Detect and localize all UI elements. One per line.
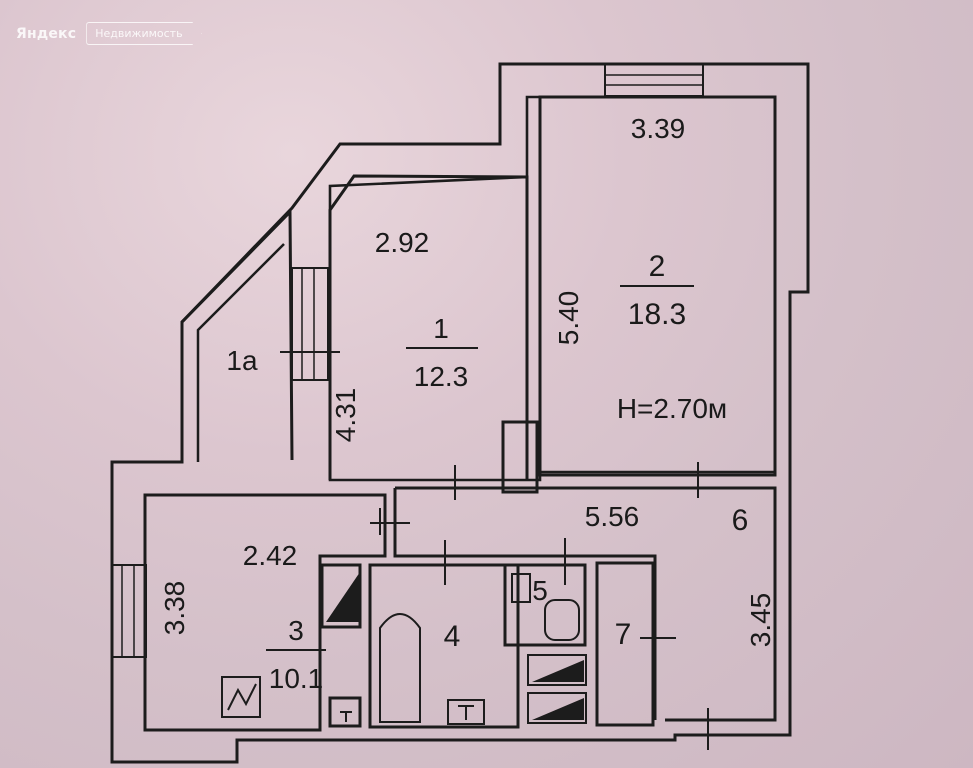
- room-1-area: 12.3: [414, 361, 469, 392]
- dim-room1-width: 2.92: [375, 227, 430, 258]
- window-room-1: [291, 267, 329, 381]
- window-room-2: [604, 63, 704, 97]
- room-5-label: 5: [532, 575, 548, 606]
- room-1-outline: [328, 174, 529, 480]
- corridor-outline: [395, 486, 777, 722]
- window-room-3: [111, 564, 147, 658]
- dim-room1-length: 4.31: [330, 388, 361, 443]
- yandex-watermark: Яндекс Недвижимость: [16, 22, 202, 45]
- outer-wall-outer: [110, 62, 810, 764]
- room-7-outline: [595, 561, 655, 727]
- room-2-number: 2: [649, 250, 666, 283]
- vent-shaft: [501, 420, 539, 494]
- room-7-label: 7: [615, 618, 632, 651]
- dim-room3-width: 2.42: [243, 540, 298, 571]
- bathtub-icon: [379, 613, 421, 723]
- dim-corridor-length: 5.56: [585, 501, 640, 532]
- dim-room2-length: 5.40: [553, 291, 584, 346]
- room-3-outline: [143, 493, 387, 732]
- room-4-label: 4: [444, 620, 461, 653]
- room-1-number: 1: [433, 313, 449, 344]
- dim-room6-length: 3.45: [745, 593, 776, 648]
- room-2-area: 18.3: [628, 298, 686, 331]
- toilet-icon: [544, 599, 580, 641]
- ceiling-height: H=2.70м: [617, 393, 727, 424]
- room-1a-label: 1а: [226, 345, 258, 376]
- room-3-number: 3: [288, 615, 304, 646]
- watermark-brand: Яндекс: [16, 25, 77, 42]
- dim-room2-width: 3.39: [631, 113, 686, 144]
- room-6-label: 6: [732, 504, 749, 537]
- room-5-outline: [503, 563, 587, 647]
- dim-room3-length: 3.38: [159, 581, 190, 636]
- room-3-area: 10.1: [269, 663, 324, 694]
- watermark-tag: Недвижимость: [86, 22, 202, 45]
